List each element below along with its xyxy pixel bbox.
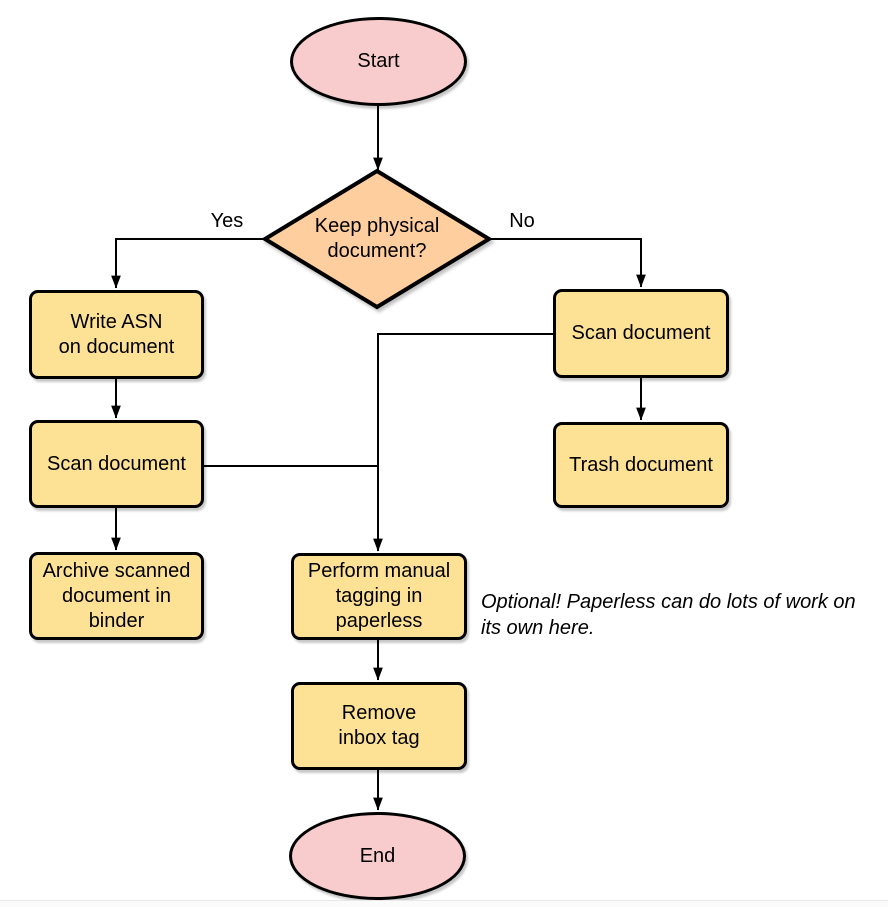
node-start: Start [290, 17, 467, 106]
node-remove-inbox-tag: Remove inbox tag [291, 682, 467, 770]
node-end: End [289, 812, 466, 900]
node-write-asn: Write ASN on document [29, 290, 204, 379]
edge-label-no: No [509, 210, 535, 232]
page-bottom-divider [0, 900, 888, 901]
node-scan-document-right: Scan document [553, 289, 729, 378]
optional-note-text: Optional! Paperless can do lots of work … [481, 591, 856, 639]
edge-decision-yes [111, 238, 265, 289]
node-decision: Keep physical document? [261, 167, 493, 311]
decision-label: Keep physical document? [314, 215, 440, 262]
page-bottom-margin [0, 901, 888, 907]
decision-diamond-shape [261, 168, 493, 310]
edge-label-yes: Yes [210, 210, 244, 232]
node-scan-document-left: Scan document [29, 420, 204, 508]
node-trash-document: Trash document [553, 422, 729, 508]
node-manual-tagging: Perform manual tagging in paperless [291, 553, 467, 640]
node-archive-in-binder: Archive scanned document in binder [29, 552, 204, 640]
edge-scanright-to-tagging [373, 333, 553, 552]
edge-decision-no [489, 238, 646, 288]
